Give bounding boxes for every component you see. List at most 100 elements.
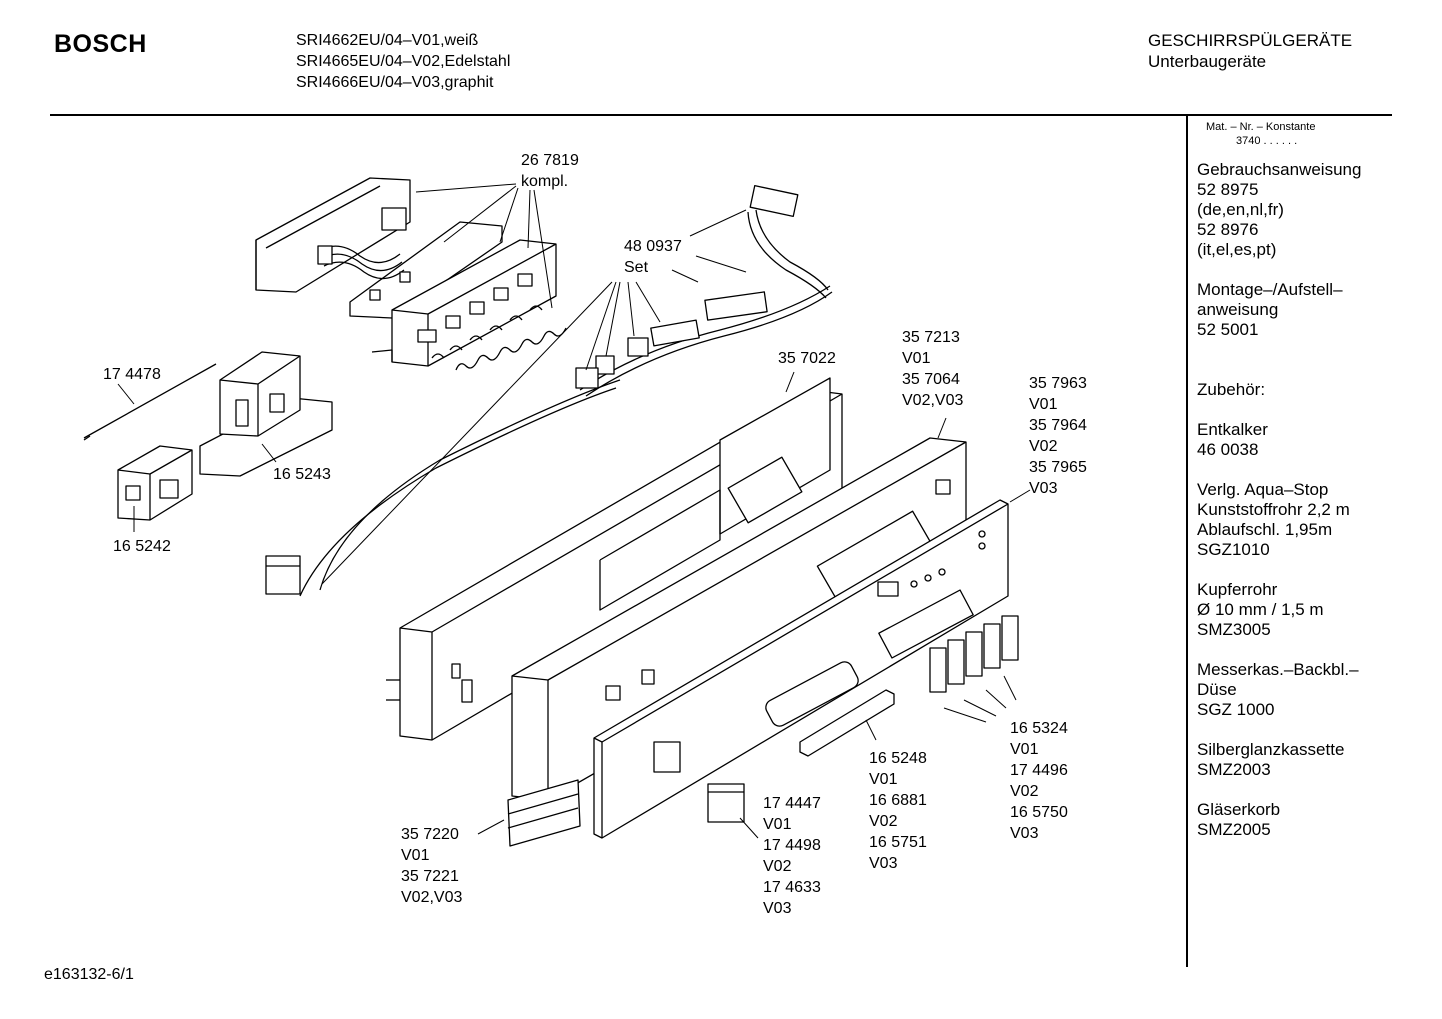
part-number-line: V01 <box>1029 396 1058 413</box>
accessory-line: 52 8976 <box>1197 220 1259 239</box>
model-line: SRI4666EU/04–V03,graphit <box>296 74 494 91</box>
part-number-line: 35 7064 <box>902 371 960 388</box>
accessory-line: Kupferrohr <box>1197 580 1278 599</box>
exploded-parts-drawing <box>83 177 1031 847</box>
part-number-line: 35 7213 <box>902 329 960 346</box>
part-number-line: V02 <box>1010 783 1039 800</box>
accessory-line: (de,en,nl,fr) <box>1197 200 1284 219</box>
part-number-line: 35 7221 <box>401 868 459 885</box>
part-number-line: 17 4498 <box>763 837 821 854</box>
button-set-drawing <box>929 615 1019 693</box>
part-number-line: 16 5242 <box>113 538 171 555</box>
model-line: SRI4665EU/04–V02,Edelstahl <box>296 53 511 70</box>
part-number-line: V03 <box>763 900 792 917</box>
part-number-line: V03 <box>1010 825 1039 842</box>
switch-assembly-drawing <box>83 351 333 521</box>
part-number-line: 26 7819 <box>521 152 579 169</box>
accessory-line: Ø 10 mm / 1,5 m <box>1197 600 1324 619</box>
accessory-line: Silberglanzkassette <box>1197 740 1345 759</box>
front-panel-drawing <box>593 499 1009 839</box>
accessory-line: 46 0038 <box>1197 440 1259 459</box>
accessory-line: 52 5001 <box>1197 320 1259 339</box>
accessory-line: Gebrauchsanweisung <box>1197 160 1362 179</box>
accessory-line: SMZ2005 <box>1197 820 1271 839</box>
part-number-line: V01 <box>1010 741 1039 758</box>
accessory-line: Montage–/Aufstell– <box>1197 280 1343 299</box>
part-label-357022: 35 7022 <box>778 348 836 369</box>
accessory-line: SGZ1010 <box>1197 540 1270 559</box>
front-fascia-drawing <box>511 437 967 801</box>
seal-drawing <box>507 779 581 847</box>
part-number-line: V03 <box>1029 480 1058 497</box>
rear-panel-drawing <box>386 377 843 741</box>
part-number-line: 17 4447 <box>763 795 821 812</box>
part-number-line: 16 5751 <box>869 834 927 851</box>
part-number-line: V01 <box>763 816 792 833</box>
handle-strip-drawing <box>799 689 895 757</box>
part-number-line: 16 5243 <box>273 466 331 483</box>
part-number-line: 35 7963 <box>1029 375 1087 392</box>
accessory-line: Zubehör: <box>1197 380 1266 399</box>
accessory-line: Entkalker <box>1197 420 1268 439</box>
part-number-line: V01 <box>869 771 898 788</box>
part-number-line: V01 <box>401 847 430 864</box>
part-number-line: 16 6881 <box>869 792 927 809</box>
accessory-line: anweisung <box>1197 300 1279 319</box>
category-title: GESCHIRRSPÜLGERÄTE Unterbaugeräte <box>1148 30 1352 72</box>
category-subline: Unterbaugeräte <box>1148 52 1267 71</box>
part-number-line: 17 4633 <box>763 879 821 896</box>
header-divider <box>50 114 1392 116</box>
part-number-line: V03 <box>869 855 898 872</box>
brand-logo: BOSCH <box>54 30 147 58</box>
part-number-line: 35 7022 <box>778 350 836 367</box>
accessory-line: Verlg. Aqua–Stop <box>1197 480 1329 499</box>
accessory-line: Ablaufschl. 1,95m <box>1197 520 1333 539</box>
leader-lines <box>117 183 1031 839</box>
part-number-line: 17 4496 <box>1010 762 1068 779</box>
part-label-165243: 16 5243 <box>273 464 331 485</box>
accessory-line: SMZ2003 <box>1197 760 1271 779</box>
material-number-box: Mat. – Nr. – Konstante 3740 . . . . . . <box>1206 120 1315 148</box>
sidebar-divider <box>1186 114 1188 967</box>
material-number-value: 3740 . . . . . . <box>1236 135 1298 147</box>
part-number-line: 35 7964 <box>1029 417 1087 434</box>
material-number-title: Mat. – Nr. – Konstante <box>1206 121 1316 133</box>
control-module-drawing <box>255 177 567 371</box>
part-number-line: 16 5248 <box>869 750 927 767</box>
accessory-line: Messerkas.–Backbl.– <box>1197 660 1359 679</box>
part-number-line: 48 0937 <box>624 238 682 255</box>
model-list: SRI4662EU/04–V01,weiß SRI4665EU/04–V02,E… <box>296 30 510 93</box>
part-number-line: V02,V03 <box>401 889 463 906</box>
accessory-block: Zubehör: <box>1197 380 1382 400</box>
part-number-line: V02 <box>763 858 792 875</box>
part-number-line: 16 5750 <box>1010 804 1068 821</box>
part-label-267819: 26 7819 kompl. <box>521 150 579 192</box>
part-number-line: 16 5324 <box>1010 720 1068 737</box>
part-label-165242: 16 5242 <box>113 536 171 557</box>
part-label-174478: 17 4478 <box>103 364 161 385</box>
part-number-line: V02 <box>1029 438 1058 455</box>
part-number-line: V02 <box>869 813 898 830</box>
accessory-line: Kunststoffrohr 2,2 m <box>1197 500 1350 519</box>
part-number-line: 35 7220 <box>401 826 459 843</box>
part-number-line: V02,V03 <box>902 392 964 409</box>
part-number-line: 17 4478 <box>103 366 161 383</box>
accessory-line: SGZ 1000 <box>1197 700 1275 719</box>
model-line: SRI4662EU/04–V01,weiß <box>296 32 479 49</box>
part-number-line: kompl. <box>521 173 569 190</box>
accessory-line: 52 8975 <box>1197 180 1259 199</box>
